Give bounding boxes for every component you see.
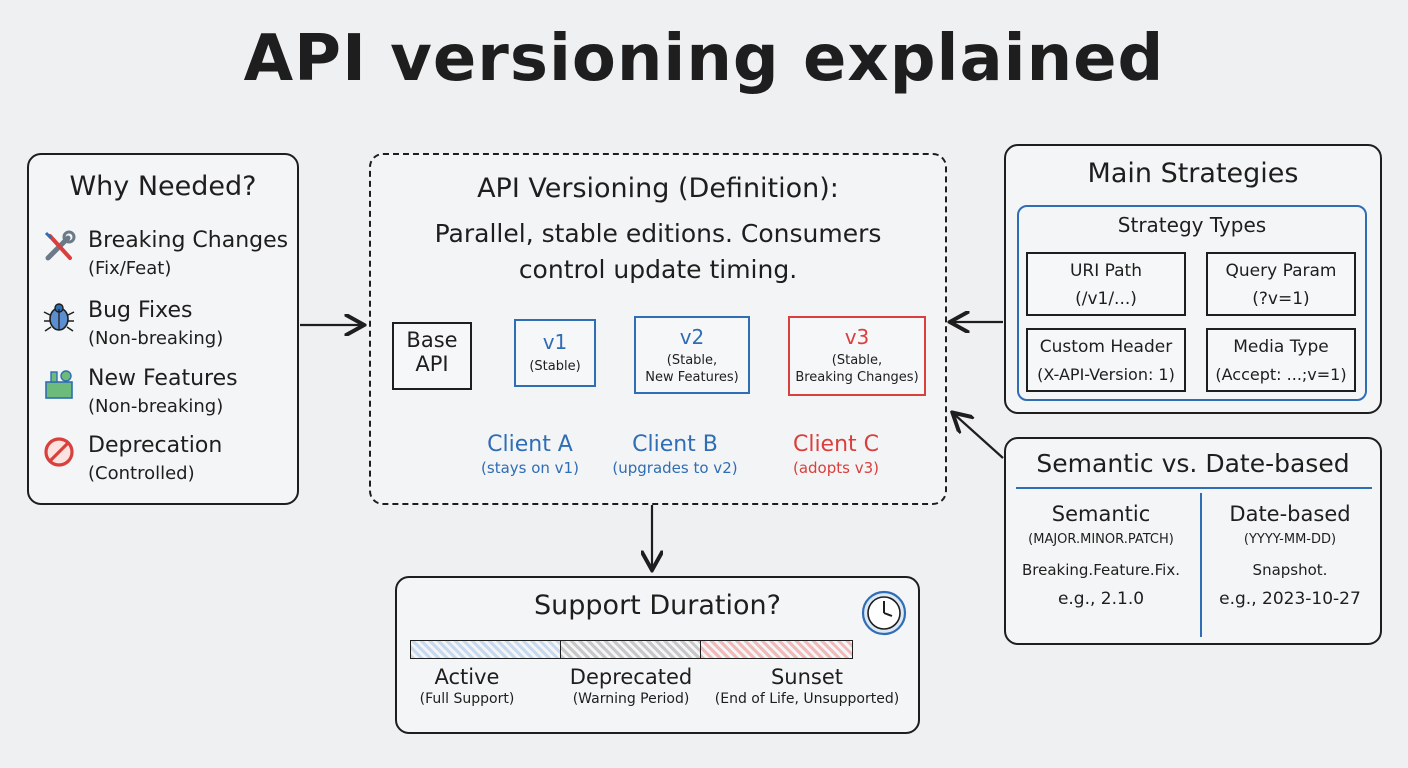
version-detail: (Stable, [831,353,883,368]
client-note: (upgrades to v2) [612,459,738,477]
version-v1-box: v1 (Stable) [514,319,596,387]
reason-detail: (Non-breaking) [88,396,224,417]
strategy-name: URI Path [1069,261,1143,281]
strategy-name: Custom Header [1039,337,1173,357]
version-detail: (Stable) [529,359,581,374]
semantic-column: Semantic (MAJOR.MINOR.PATCH) Breaking.Fe… [1006,502,1196,609]
phase-note: (End of Life, Unsupported) [714,691,900,707]
heading-divider [1016,487,1372,489]
strategy-types-label: Strategy Types [1117,213,1267,237]
base-api-line2: API [415,352,449,376]
date-example: e.g., 2023-10-27 [1219,589,1361,609]
column-divider [1200,493,1202,637]
timeline-active-segment [410,640,562,659]
definition-text-line2: control update timing. [518,255,798,284]
why-needed-heading: Why Needed? [69,171,257,202]
date-title: Date-based [1229,502,1351,526]
arrow-semantic-to-definition [954,414,1004,459]
timeline-sunset-segment [700,640,853,659]
phase-sunset: Sunset (End of Life, Unsupported) [706,665,908,707]
client-c: Client C (adopts v3) [766,432,906,477]
strategies-heading: Main Strategies [1087,158,1299,189]
page-title: API versioning explained [243,22,1165,96]
version-v2-box: v2 (Stable, New Features) [634,316,750,394]
bug-icon [43,303,75,332]
reason-detail: (Fix/Feat) [88,258,172,279]
version-v3-box: v3 (Stable, Breaking Changes) [788,316,926,396]
reason-detail: (Controlled) [88,463,195,484]
version-detail: (Stable, [666,353,718,368]
timeline-deprecated-segment [560,640,702,659]
phase-active: Active (Full Support) [396,665,538,707]
strategy-example: (Accept: ...;v=1) [1215,365,1347,384]
support-heading: Support Duration? [534,590,781,621]
semantic-format: (MAJOR.MINOR.PATCH) [1028,532,1174,547]
semantic-meaning: Breaking.Feature.Fix. [1022,561,1180,579]
semantic-vs-date-heading: Semantic vs. Date-based [1036,449,1350,478]
date-meaning: Snapshot. [1252,561,1328,579]
reason-label: Breaking Changes [88,228,289,253]
reason-label: New Features [88,366,238,391]
strategy-query-param: Query Param (?v=1) [1206,252,1356,316]
reason-label: Bug Fixes [88,298,193,323]
version-name: v1 [542,330,568,354]
reason-detail: (Non-breaking) [88,328,224,349]
client-note: (adopts v3) [792,459,879,477]
phase-deprecated: Deprecated (Warning Period) [556,665,706,707]
phase-name: Active [434,665,500,689]
wrench-screwdriver-icon [44,230,76,261]
phase-name: Sunset [770,665,844,689]
phase-note: (Full Support) [419,691,515,707]
definition-heading: API Versioning (Definition): [477,173,839,204]
strategy-types-group: Strategy Types [1017,205,1367,401]
strategy-name: Media Type [1233,337,1329,357]
strategy-media-type: Media Type (Accept: ...;v=1) [1206,328,1356,392]
prohibited-icon [44,437,74,467]
semantic-title: Semantic [1051,502,1151,526]
strategy-example: (X-API-Version: 1) [1037,365,1175,384]
clock-icon [861,590,907,636]
version-detail: Breaking Changes) [795,370,919,385]
date-column: Date-based (YYYY-MM-DD) Snapshot. e.g., … [1198,502,1382,609]
semantic-vs-date-panel: Semantic vs. Date-based [1004,437,1382,645]
strategy-custom-header: Custom Header (X-API-Version: 1) [1026,328,1186,392]
puzzle-piece-icon [45,370,73,399]
version-name: v3 [844,325,870,349]
version-name: v2 [679,325,705,349]
strategy-uri-path: URI Path (/v1/...) [1026,252,1186,316]
client-name: Client A [487,432,573,457]
base-api-box: Base API [392,322,472,390]
client-b: Client B (upgrades to v2) [594,432,756,477]
client-name: Client C [792,432,880,457]
base-api-line1: Base [406,328,458,352]
date-format: (YYYY-MM-DD) [1243,532,1337,547]
client-name: Client B [632,432,718,457]
strategy-example: (?v=1) [1252,289,1310,309]
strategy-name: Query Param [1225,261,1337,281]
client-note: (stays on v1) [481,459,579,477]
definition-text-line1: Parallel, stable editions. Consumers [434,219,882,248]
version-detail: New Features) [645,370,739,385]
client-a: Client A (stays on v1) [450,432,610,477]
phase-note: (Warning Period) [572,691,690,707]
phase-name: Deprecated [569,665,693,689]
strategy-example: (/v1/...) [1075,289,1137,309]
semantic-example: e.g., 2.1.0 [1057,589,1145,609]
reason-label: Deprecation [88,433,223,458]
